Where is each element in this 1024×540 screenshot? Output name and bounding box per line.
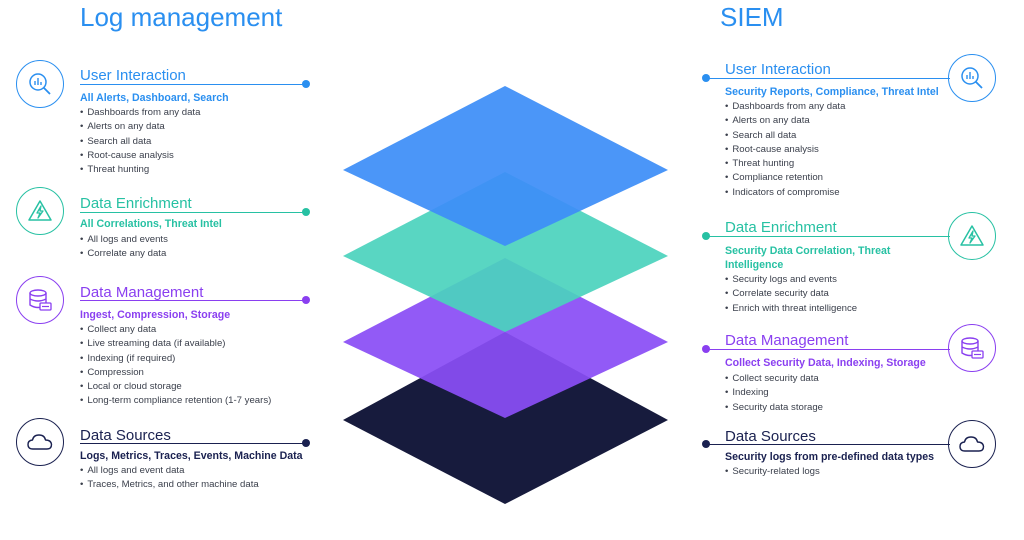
list-item: Search all data [725,129,845,143]
list-item: Threat hunting [80,163,200,177]
list-item: Threat hunting [725,157,845,171]
layer-stack [343,86,668,504]
list-item: Indexing (if required) [80,352,271,366]
list-item: Alerts on any data [80,120,200,134]
right-data-management-list: Collect security data Indexing Security … [725,372,823,415]
list-item: Traces, Metrics, and other machine data [80,478,258,492]
siem-title: SIEM [720,2,784,32]
left-data-enrichment-heading: Data Enrichment [80,195,192,212]
list-item: Security-related logs [725,465,819,479]
list-item: Compliance retention [725,171,845,185]
right-data-enrichment-heading: Data Enrichment [725,219,837,236]
list-item: Correlate any data [80,247,168,261]
left-data-management-dot [302,296,310,304]
right-data-sources-heading: Data Sources [725,428,816,445]
left-user-interaction-list: Dashboards from any data Alerts on any d… [80,106,200,177]
lightning-triangle-icon [16,187,64,235]
right-data-sources-list: Security-related logs [725,465,819,479]
left-user-interaction-dot [302,80,310,88]
list-item: Correlate security data [725,287,857,301]
cloud-icon [948,420,996,468]
list-item: Alerts on any data [725,114,845,128]
list-item: Security logs and events [725,273,857,287]
list-item: Search all data [80,135,200,149]
left-data-sources-connector [80,443,306,444]
left-data-enrichment-list: All logs and events Correlate any data [80,233,168,262]
right-data-enrichment-list: Security logs and events Correlate secur… [725,273,857,316]
right-data-sources-subheading: Security logs from pre-defined data type… [725,451,934,463]
list-item: Local or cloud storage [80,380,271,394]
right-data-enrichment-connector [706,236,950,237]
left-data-management-connector [80,300,306,301]
list-item: Indicators of compromise [725,186,845,200]
search-chart-icon [948,54,996,102]
list-item: All logs and events [80,233,168,247]
data-sources-layer [343,332,668,504]
right-user-interaction-subheading: Security Reports, Compliance, Threat Int… [725,86,939,98]
lightning-triangle-icon [948,212,996,260]
list-item: All logs and event data [80,464,259,478]
right-data-enrichment-subheading: Security Data Correlation, Threat Intell… [725,245,891,271]
left-data-management-subheading: Ingest, Compression, Storage [80,309,231,321]
left-data-management-heading: Data Management [80,284,204,301]
list-item: Collect any data [80,323,271,337]
data-enrichment-layer [343,172,668,332]
list-item: Long-term compliance retention (1-7 year… [80,394,271,408]
left-user-interaction-connector [80,84,306,85]
list-item: Live streaming data (if available) [80,337,271,351]
database-server-icon [16,276,64,324]
list-item: Security data storage [725,401,823,415]
list-item: Root-cause analysis [80,149,200,163]
right-data-management-heading: Data Management [725,332,849,349]
right-user-interaction-heading: User Interaction [725,61,831,78]
left-data-sources-dot [302,439,310,447]
right-data-sources-connector [706,444,950,445]
left-data-sources-subheading: Logs, Metrics, Traces, Events, Machine D… [80,450,303,462]
left-data-sources-heading: Data Sources [80,427,171,444]
right-user-interaction-connector [706,78,950,79]
left-data-management-list: Collect any data Live streaming data (if… [80,323,271,409]
list-item: Enrich with threat intelligence [725,302,857,316]
left-data-enrichment-subheading: All Correlations, Threat Intel [80,218,222,230]
right-data-management-subheading: Collect Security Data, Indexing, Storage [725,357,926,369]
list-item: Root-cause analysis [725,143,845,157]
right-data-management-connector [706,349,950,350]
database-server-icon [948,324,996,372]
left-user-interaction-subheading: All Alerts, Dashboard, Search [80,92,229,104]
list-item: Collect security data [725,372,823,386]
left-data-enrichment-dot [302,208,310,216]
list-item: Dashboards from any data [725,100,845,114]
left-user-interaction-heading: User Interaction [80,67,186,84]
left-data-enrichment-connector [80,212,306,213]
data-management-layer [343,258,668,418]
list-item: Indexing [725,386,823,400]
left-data-sources-list: All logs and event data Traces, Metrics,… [80,464,259,493]
list-item: Compression [80,366,271,380]
search-chart-icon [16,60,64,108]
list-item: Dashboards from any data [80,106,200,120]
right-user-interaction-list: Dashboards from any data Alerts on any d… [725,100,845,200]
log-management-title: Log management [80,2,283,32]
cloud-icon [16,418,64,466]
user-interaction-layer [343,86,668,246]
